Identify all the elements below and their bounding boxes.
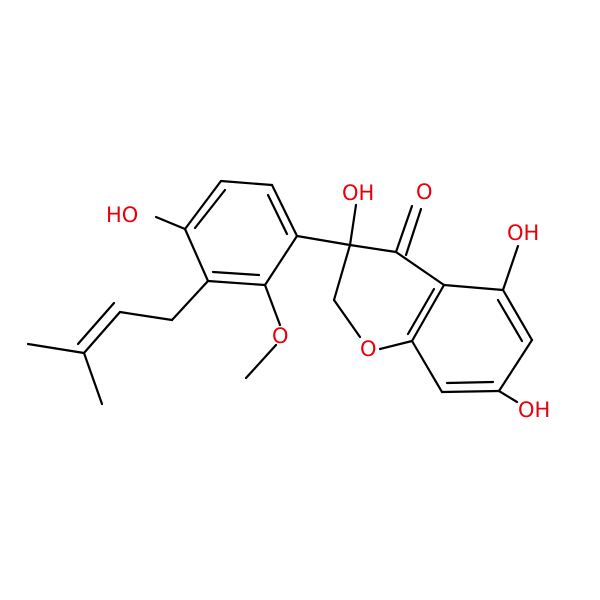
bond-prenyl-methyl-a bbox=[26, 342, 86, 355]
bond-prenyl-1 bbox=[170, 279, 210, 322]
bond-layer bbox=[26, 179, 534, 406]
bond-o1-c8a bbox=[378, 339, 414, 351]
bond-c4a-c8a-inner bbox=[406, 287, 436, 336]
bond-ring-a-5 bbox=[183, 227, 210, 283]
bond-c-ho-left bbox=[154, 215, 187, 231]
atom-label-layer: HO OH O OH OH O O bbox=[106, 180, 550, 422]
bond-ring-a-4-inner bbox=[211, 270, 261, 277]
bond-c3-c2 bbox=[332, 243, 352, 302]
bond-ring-a-2 bbox=[270, 183, 299, 238]
bond-c3-c4 bbox=[348, 243, 398, 254]
label-oh-c5: OH bbox=[507, 221, 539, 245]
bond-c7-oh bbox=[497, 389, 519, 404]
bond-prenyl-3-double bbox=[76, 301, 116, 346]
bond-c4a-c5 bbox=[442, 283, 505, 292]
bond-ring-a-3 bbox=[263, 234, 299, 287]
bond-c7-c8-inner bbox=[445, 380, 495, 385]
bond-c6-c7 bbox=[497, 338, 534, 393]
bond-ring-a-4 bbox=[206, 279, 267, 287]
bond-c8-c8a bbox=[410, 339, 444, 394]
bond-c4-o-double-b bbox=[404, 207, 423, 257]
label-oh-c7: OH bbox=[518, 398, 550, 422]
bond-c4-c4a bbox=[394, 250, 446, 287]
bond-aryl-c3 bbox=[295, 234, 352, 247]
bond-c4a-c8a bbox=[410, 283, 446, 343]
bond-ring-a-1 bbox=[219, 179, 274, 187]
bond-c5-c6-inner bbox=[496, 298, 524, 343]
label-methoxy-o: O bbox=[272, 324, 289, 348]
label-ring-o: O bbox=[360, 337, 377, 361]
bond-ring-a-6-inner bbox=[193, 188, 227, 230]
label-ho-left: HO bbox=[106, 203, 138, 227]
bond-c5-oh bbox=[501, 244, 520, 292]
bond-ring-a-2-inner bbox=[266, 193, 289, 236]
bond-c-methoxy-o bbox=[263, 283, 282, 327]
bond-prenyl-2 bbox=[118, 310, 174, 322]
bond-prenyl-methyl-b bbox=[82, 351, 104, 406]
bond-methoxy-o-c bbox=[244, 343, 278, 380]
bond-c4-o-double-a bbox=[394, 204, 414, 254]
label-oh-c3: OH bbox=[342, 181, 374, 205]
bond-c2-o1 bbox=[332, 298, 362, 339]
bond-c7-c8 bbox=[440, 389, 501, 394]
bond-c5-c6 bbox=[501, 288, 534, 342]
bond-ring-a-6 bbox=[183, 179, 223, 231]
bond-c3-oh bbox=[348, 203, 358, 247]
label-carbonyl-o: O bbox=[416, 180, 433, 204]
bond-prenyl-3 bbox=[82, 310, 122, 355]
